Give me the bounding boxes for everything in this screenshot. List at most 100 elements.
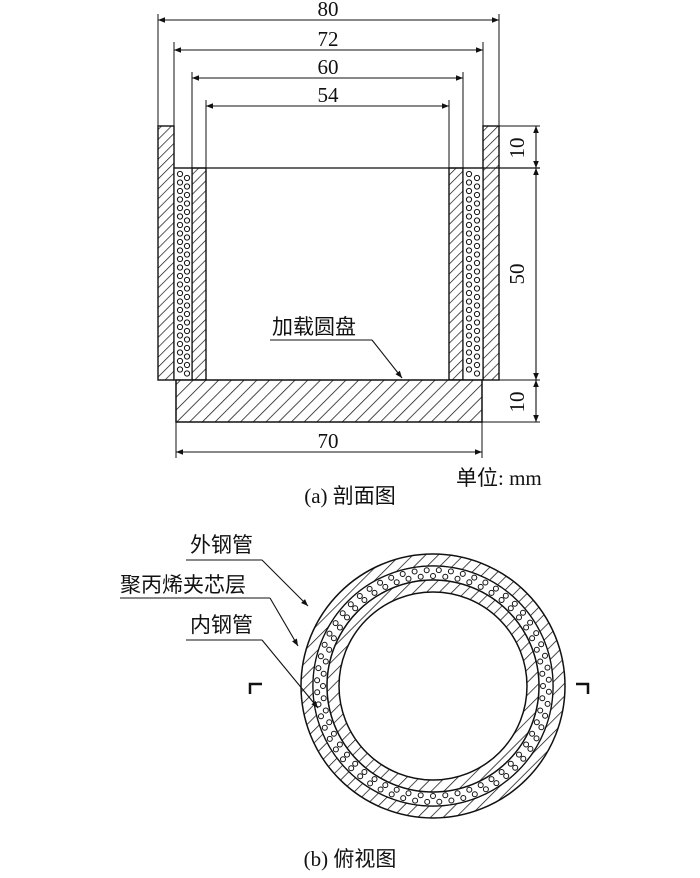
core-particle [176, 187, 184, 195]
core-particle [400, 795, 407, 802]
core-particle [539, 670, 546, 677]
core-particle [176, 264, 184, 271]
core-particle [473, 200, 481, 207]
core-particle [348, 765, 355, 772]
core-particle [454, 575, 461, 582]
core-particle [466, 579, 473, 586]
core-particle [183, 217, 191, 224]
core-particle [527, 619, 534, 626]
core-particle [183, 336, 191, 343]
core-particle [465, 357, 473, 365]
core-particle [332, 620, 339, 627]
core-particle [183, 319, 191, 326]
core-particle [465, 289, 473, 297]
dim-inner-tube-outer: 60 [318, 55, 339, 79]
outer-tube-wall-left [157, 125, 175, 381]
core-particle [473, 183, 481, 190]
core-particle [183, 268, 191, 275]
core-particle [183, 208, 191, 216]
core-particle [482, 579, 489, 586]
core-particle [465, 170, 473, 178]
core-particle [405, 790, 412, 797]
core-particle [544, 700, 551, 707]
core-particle [320, 695, 327, 702]
core-particle [540, 683, 546, 689]
core-particle [460, 795, 467, 801]
core-particle [545, 676, 552, 683]
core-particle [176, 255, 184, 263]
top-view: 外钢管 聚丙烯夹芯层 内钢管 (b) 俯视图 [120, 533, 590, 871]
core-particle [477, 782, 484, 789]
core-particle [371, 776, 378, 783]
core-particle [465, 315, 473, 322]
inner-tube-ring [326, 579, 540, 793]
core-particle [352, 760, 359, 767]
core-particle [442, 573, 449, 580]
core-particle [176, 221, 184, 229]
core-particle [405, 575, 412, 582]
core-particle [511, 600, 518, 607]
core-particle [473, 302, 481, 309]
core-particle [176, 196, 184, 203]
core-particle [377, 579, 384, 586]
core-particle [412, 797, 419, 804]
core-particle [176, 289, 184, 297]
dim-outer-tube-inner: 72 [318, 27, 339, 51]
core-particle [366, 585, 373, 592]
core-particle [330, 635, 337, 642]
core-particle [176, 298, 184, 305]
core-particle [465, 272, 473, 280]
core-particle [388, 574, 395, 581]
core-particle [176, 323, 184, 331]
core-particle [465, 196, 473, 203]
core-particle [516, 751, 522, 758]
core-particle [473, 208, 481, 216]
core-particle [471, 574, 478, 581]
core-particle [529, 635, 536, 642]
core-particle [326, 646, 333, 653]
core-particle [473, 251, 481, 258]
core-particle [393, 786, 400, 793]
core-particle [465, 179, 473, 186]
core-particle [183, 353, 191, 360]
core-particles [176, 170, 481, 377]
caption-top-view: (b) 俯视图 [304, 847, 397, 871]
core-particle [533, 719, 540, 726]
outer-tube-ring [300, 553, 566, 819]
core-particle [344, 751, 350, 758]
core-particle [183, 191, 191, 199]
core-particle [473, 268, 481, 275]
dim-outer-diameter: 80 [318, 0, 339, 21]
core-particle [482, 786, 489, 793]
dim-plate-thickness: 10 [505, 392, 529, 413]
core-particle [473, 285, 481, 292]
core-particle [459, 570, 466, 577]
core-particle [473, 319, 481, 326]
core-particle [430, 573, 436, 579]
loading-disc-plate [175, 379, 483, 423]
core-particle [382, 583, 389, 590]
core-particle [322, 658, 329, 665]
core-particle [520, 609, 526, 616]
core-particle [507, 760, 514, 767]
core-particle [352, 605, 359, 612]
core-particle [183, 276, 191, 284]
core-particle [473, 234, 481, 241]
core-particle [183, 285, 191, 292]
core-particle [183, 200, 191, 207]
core-particle [473, 361, 481, 369]
core-particle [332, 746, 339, 753]
core-particle [356, 593, 363, 599]
core-particle [465, 349, 473, 356]
outer-tube-label: 外钢管 [190, 533, 253, 557]
core-particle [545, 688, 552, 695]
core-particle [340, 756, 346, 763]
core-particle [523, 624, 530, 631]
core-particle [523, 741, 530, 748]
core-particle [465, 247, 473, 254]
core-particle [176, 170, 184, 178]
core-particle [465, 340, 473, 348]
core-particle [176, 238, 184, 246]
core-particle [322, 707, 329, 714]
